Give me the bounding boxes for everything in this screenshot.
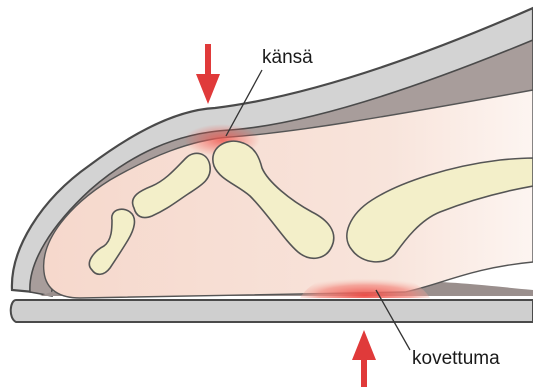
corn-label: kovettuma	[412, 348, 500, 369]
callus-label: känsä	[262, 47, 313, 68]
shoe-sole	[11, 300, 533, 322]
pressure-arrow-bottom	[352, 330, 376, 387]
pressure-arrow-top	[196, 44, 220, 104]
